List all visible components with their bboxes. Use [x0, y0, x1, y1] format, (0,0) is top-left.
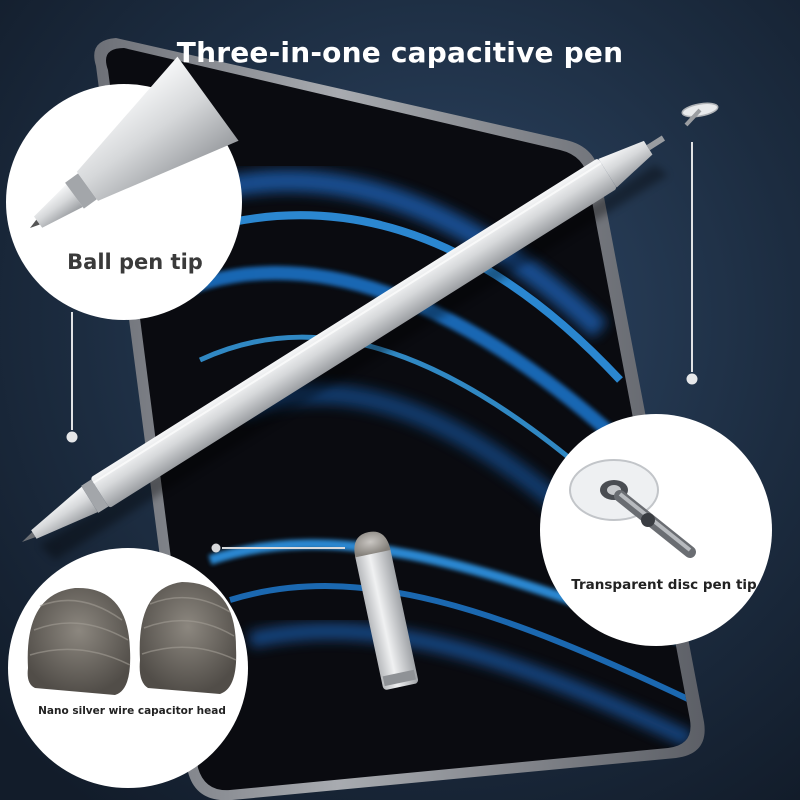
disc-tip-zoom	[569, 459, 696, 558]
page-title: Three-in-one capacitive pen	[176, 36, 624, 69]
ball-tip-label: Ball pen tip	[67, 250, 203, 274]
stylus-pen	[22, 135, 666, 542]
ball-tip-zoom	[30, 56, 239, 228]
mesh-cap	[354, 531, 419, 690]
disc-tip-label: Transparent disc pen tip	[571, 577, 757, 593]
nano-head-label: Nano silver wire capacitor head	[38, 705, 226, 717]
disc-tip-on-pen	[681, 102, 719, 127]
mesh-heads-zoom	[27, 582, 237, 695]
